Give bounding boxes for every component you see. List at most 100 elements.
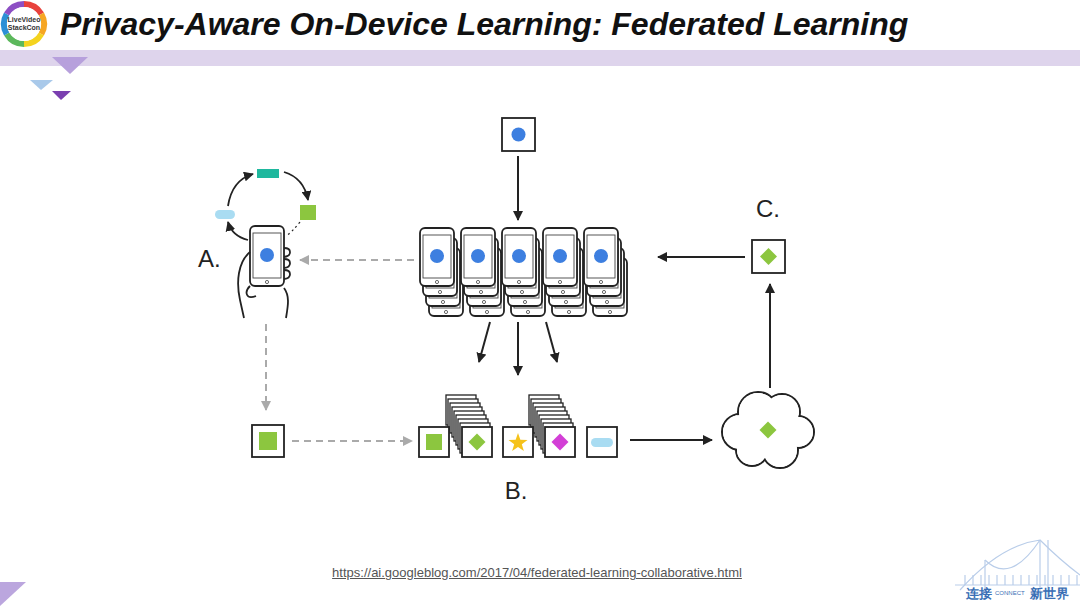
cycle-arrow [228,222,248,240]
bridge-hanger [1020,575,1021,585]
update-pill [591,438,613,447]
update-green [259,432,277,450]
bridge-hanger [1036,575,1037,585]
step-label: A. [198,245,221,273]
finger [284,248,290,257]
update-green [426,434,442,450]
phone-button [435,280,438,283]
bridge-hanger [1052,575,1053,585]
thumb [247,286,256,297]
bridge-hanger [964,575,965,585]
model-box [252,425,284,457]
cycle-arrow [286,222,300,236]
arrow [517,322,519,375]
phone-button [526,310,529,313]
phone-button [605,300,608,303]
phone-button [599,280,602,283]
model-box [419,427,449,457]
deco-triangle [52,91,71,100]
diamond-shape [469,434,486,451]
deco-triangle [52,57,88,74]
diamond-shape [760,422,777,439]
phone-screen [546,235,574,278]
federated-learning-illustration [215,118,814,468]
bridge-hanger [1028,575,1029,585]
phone-body [250,226,284,286]
update-green [300,205,316,220]
phone-body [543,228,577,286]
diamond-shape [552,434,569,451]
source-link: https://ai.googleblog.com/2017/04/federa… [332,566,742,581]
bridge-hanger [1068,575,1069,585]
bridge-hanger [1076,575,1077,585]
arrow [479,322,490,362]
phone-button [438,290,441,293]
bridge-hanger [1060,575,1061,585]
step-label: B. [505,477,528,505]
logo-text: 新世界 [1030,587,1069,602]
dashed-arrow [300,259,414,261]
cycle-arrow [284,172,308,200]
model-box [587,427,617,457]
phone-button [602,290,605,293]
phone-body [461,228,495,286]
model-box [752,240,785,273]
hand-outline [284,288,288,318]
arrow [546,322,557,362]
finger [284,259,290,268]
phone-button [485,310,488,313]
phone-button [444,310,447,313]
header-band [0,50,1080,66]
phone-button [520,290,523,293]
phone-button [523,300,526,303]
phone-button [564,300,567,303]
phone-screen [505,235,533,278]
hand [238,248,290,318]
bridge-hanger [980,575,981,585]
update-teal [257,169,279,178]
logo-text: CONNECT [995,590,1025,597]
update-star [508,433,527,451]
model-dot [512,128,526,142]
step-label: C. [756,195,780,223]
logo-center [7,7,41,41]
arrow [658,256,745,258]
deco-triangle [0,582,26,606]
bridge-hanger [1012,575,1013,585]
phone-button [441,300,444,303]
logo-text: LiveVideo StackCon [7,16,41,32]
model-box [545,427,575,457]
phone-screen [253,233,281,278]
hand-outline [238,252,250,318]
phone-body [420,228,454,286]
dashed-arrow [265,324,267,410]
phone-button [479,290,482,293]
deco-triangle [30,80,53,90]
phone-button [517,280,520,283]
cloud [722,392,814,468]
bridge-hanger [1044,575,1045,585]
cycle-arrow [228,174,253,206]
phone-button [476,280,479,283]
phone-button [265,280,268,283]
phone-button [482,300,485,303]
cloud-fill [744,411,786,453]
phone-body [584,228,618,286]
model-dot [260,248,274,262]
bridge-hanger [996,575,997,585]
arrow [630,439,712,441]
phone-screen [587,235,615,278]
model-dot [512,249,526,263]
model-box [462,427,492,457]
model-dot [553,249,567,263]
dashed-arrow [292,440,412,442]
model-dot [430,249,444,263]
bridge-hanger [988,575,989,585]
model-dot [471,249,485,263]
phone-screen [464,235,492,278]
phone-button [567,310,570,313]
logo-text: 连接 [966,587,992,602]
model-dot [594,249,608,263]
